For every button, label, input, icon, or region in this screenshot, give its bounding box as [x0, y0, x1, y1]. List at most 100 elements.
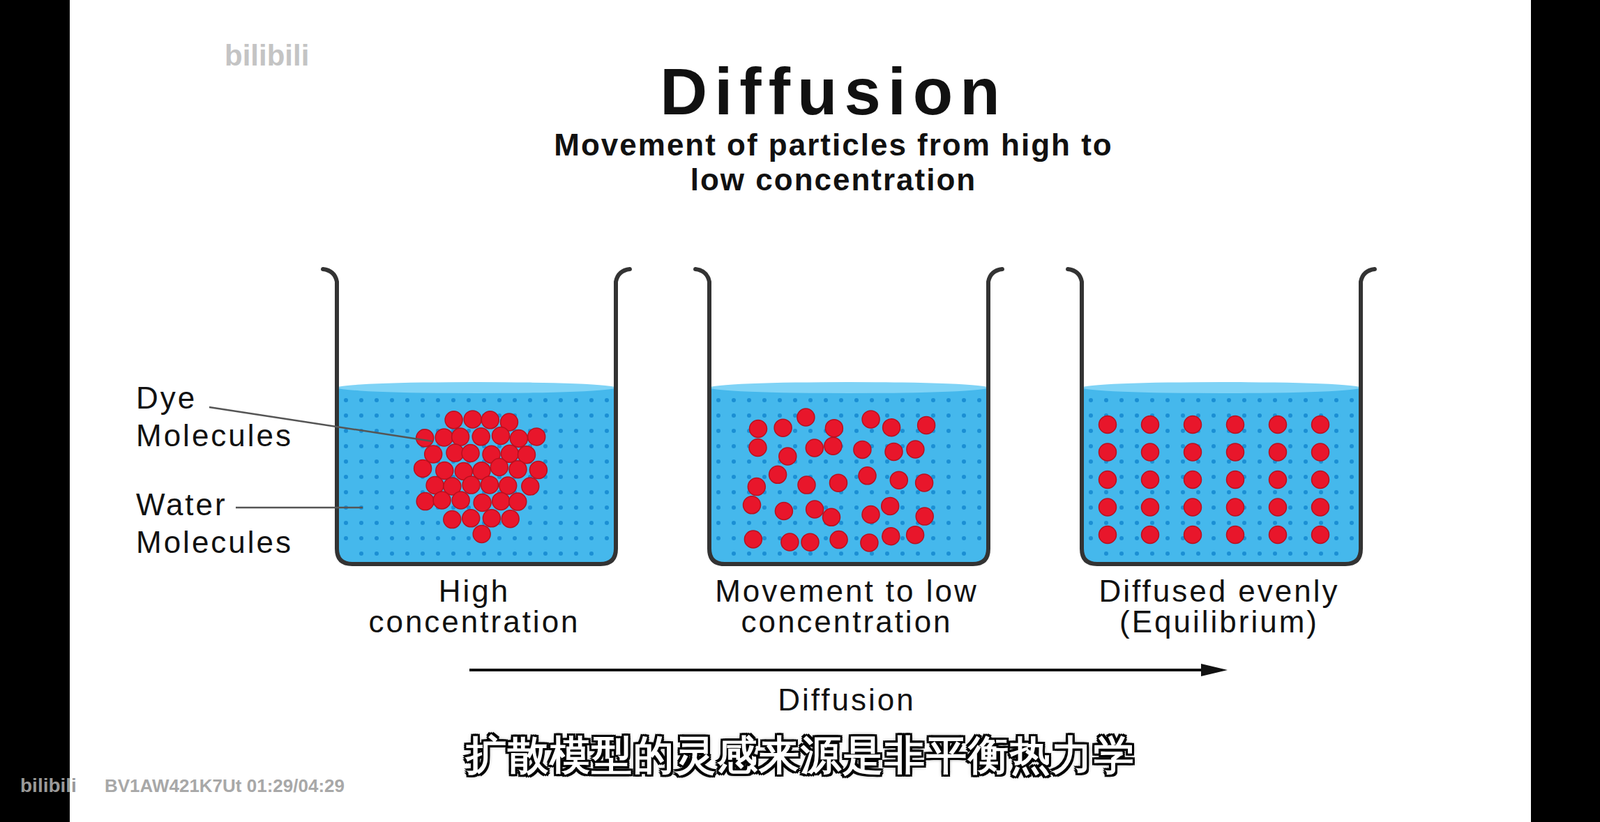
water-molecule [1119, 413, 1124, 418]
dye-molecule [797, 408, 815, 427]
water-surface [1081, 382, 1361, 394]
water-molecule [1211, 459, 1216, 464]
water-molecule [374, 505, 379, 510]
water-molecule [931, 459, 936, 464]
water-molecule [1226, 398, 1232, 403]
water-molecule [1334, 459, 1339, 464]
water-molecule [343, 474, 349, 480]
water-molecule [1349, 428, 1354, 434]
water-molecule [1288, 444, 1293, 449]
water-molecule [731, 428, 736, 434]
water-molecule [1349, 459, 1354, 464]
dye-molecule [862, 506, 880, 524]
water-molecule [977, 428, 982, 434]
dye-molecule [1141, 416, 1160, 434]
dye-molecule [462, 509, 480, 528]
water-molecule [1242, 459, 1247, 464]
water-molecule [1180, 490, 1186, 495]
water-molecule [558, 505, 563, 510]
dye-molecule [435, 428, 453, 447]
water-molecule [839, 459, 844, 464]
water-molecule [527, 398, 533, 403]
water-molecule [435, 551, 441, 556]
water-molecule [1134, 459, 1139, 464]
subtitle: Movement of particles from high to low c… [533, 127, 1134, 198]
water-molecule [420, 398, 425, 403]
dye-molecule [906, 440, 925, 459]
water-molecule [543, 444, 548, 449]
water-molecule [527, 551, 533, 556]
water-molecule [808, 428, 813, 434]
water-molecule [854, 459, 859, 464]
water-molecule [543, 521, 548, 526]
water-molecule [1150, 521, 1155, 526]
water-molecule [1334, 413, 1339, 418]
water-molecule [1303, 521, 1308, 526]
water-molecule [374, 551, 379, 556]
water-molecule [574, 459, 579, 464]
dye-molecule [889, 471, 908, 489]
water-molecule [777, 413, 782, 418]
water-molecule [374, 398, 379, 403]
water-molecule [1288, 413, 1293, 418]
dye-molecule [860, 534, 879, 552]
stage-caption: Movement to low concentration [700, 576, 994, 638]
water-molecule [1180, 398, 1186, 403]
dye-molecule [482, 509, 501, 528]
water-molecule [746, 459, 752, 464]
water-molecule [716, 459, 721, 464]
water-molecule [574, 536, 579, 541]
dye-molecule [527, 428, 546, 446]
dye-molecule [501, 510, 519, 528]
water-molecule [1257, 521, 1262, 526]
water-molecule [574, 521, 579, 526]
water-molecule [900, 551, 905, 556]
water [1081, 387, 1361, 565]
water-molecule [543, 413, 548, 418]
water-molecule [374, 459, 379, 464]
water-molecule [823, 490, 828, 495]
water-molecule [604, 444, 609, 449]
dye-molecule [509, 493, 527, 511]
water-molecule [1134, 490, 1139, 495]
water-molecule [420, 551, 425, 556]
water-molecule [1349, 444, 1354, 449]
dye-molecule [774, 502, 793, 521]
water-molecule [389, 536, 395, 541]
water-molecule [589, 536, 594, 541]
water-molecule [1226, 459, 1232, 464]
water-molecule [1134, 428, 1139, 434]
water-molecule [869, 551, 874, 556]
water-molecule [604, 428, 609, 434]
video-subtitle: 扩散模型的灵感来源是非平衡热力学 [347, 730, 1255, 780]
water-molecule [777, 490, 782, 495]
water-molecule [359, 474, 364, 480]
water-molecule [589, 505, 594, 510]
water-molecule [1165, 459, 1170, 464]
water-molecule [1288, 490, 1293, 495]
water-molecule [359, 413, 364, 418]
dye-molecule [906, 526, 925, 545]
water-molecule [931, 413, 936, 418]
dye-molecule [774, 419, 792, 437]
dye-molecule [521, 477, 540, 496]
water-molecule [931, 444, 936, 449]
water-molecule [497, 536, 502, 541]
water-molecule [558, 413, 563, 418]
water-molecule [343, 459, 349, 464]
water-molecule [1134, 474, 1139, 480]
dye-molecule [1269, 416, 1287, 434]
water-molecule [1165, 505, 1170, 510]
water-molecule [1119, 474, 1124, 480]
water-molecule [1288, 474, 1293, 480]
water-molecule [512, 536, 517, 541]
water-molecule [823, 551, 828, 556]
water-molecule [946, 536, 951, 541]
water-molecule [946, 490, 951, 495]
water-molecule [961, 490, 966, 495]
water-molecule [343, 490, 349, 495]
dye-molecule [499, 477, 517, 495]
water-molecule [1242, 490, 1247, 495]
water-molecule [1165, 536, 1170, 541]
water-molecule [1334, 536, 1339, 541]
